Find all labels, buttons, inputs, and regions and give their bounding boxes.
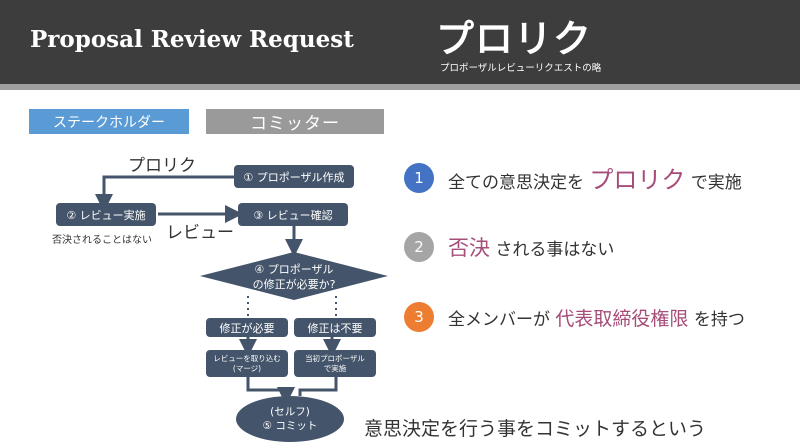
note-no-rejection: 否決されることはない: [52, 235, 152, 246]
decision-text: ④ プロポーザル の修正が必要か?: [220, 262, 368, 292]
key-point-3-emphasis: 代表取締役権限: [555, 307, 689, 330]
number-badge-1: 1: [404, 162, 434, 193]
page-subtitle: プロポーザルレビューリクエストの略: [440, 63, 602, 74]
action-implement-original-line-2: で実施: [323, 363, 347, 373]
key-point-2-post: される事はない: [495, 240, 615, 260]
page-title: Proposal Review Request: [30, 26, 354, 53]
key-point-3-post: を持つ: [693, 309, 745, 330]
header-divider: [0, 84, 800, 90]
arrow-original-to-commit: [298, 377, 338, 396]
step-commit: (セルフ) ⑤ コミット: [236, 396, 344, 442]
arrow-merge-to-commit: [246, 377, 295, 405]
arrow-create-to-review: [95, 175, 234, 212]
commit-self-label: (セルフ): [270, 406, 310, 418]
key-point-3-pre: 全メンバーが: [448, 309, 550, 330]
key-point-1-pre: 全ての意思決定を: [448, 173, 584, 193]
branch-label-fix-not-required: 修正は不要: [294, 318, 376, 337]
key-point-1: 1 全ての意思決定を プロリク で実施: [404, 160, 742, 195]
action-implement-original: 当初プロポーザル で実施: [294, 350, 376, 377]
flow-label-prorik: プロリク: [128, 156, 196, 176]
flow-label-review: レビュー: [166, 223, 234, 243]
key-point-2-emphasis: 否決: [448, 236, 490, 260]
role-tab-committer: コミッター: [206, 109, 384, 134]
key-point-1-text: 全ての意思決定を プロリク で実施: [448, 160, 742, 195]
action-apply-review: レビューを取り込む (マージ): [206, 350, 288, 377]
header-bar: [0, 0, 800, 84]
decision-line-2: の修正が必要か?: [252, 278, 336, 291]
number-badge-2: 2: [404, 232, 434, 262]
key-point-2-text: 否決 される事はない: [448, 232, 614, 262]
decision-diamond: [200, 252, 388, 300]
decision-line-1: ④ プロポーザル: [254, 263, 334, 276]
action-apply-review-line-1: レビューを取り込む: [213, 353, 281, 363]
key-point-3-text: 全メンバーが 代表取締役権限 を持つ: [448, 304, 745, 331]
page-title-jp: プロリク: [436, 17, 593, 61]
role-tab-stakeholder: ステークホルダー: [29, 109, 189, 134]
action-implement-original-line-1: 当初プロポーザル: [305, 353, 365, 363]
key-point-2: 2 否決 される事はない: [404, 232, 614, 262]
closing-statement: 意思決定を行う事をコミットするという: [364, 418, 707, 440]
key-point-1-emphasis: プロリク: [589, 166, 686, 194]
action-apply-review-line-2: (マージ): [232, 363, 262, 373]
step-confirm-review: ③ レビュー確認: [238, 203, 348, 226]
branch-label-fix-required: 修正が必要: [206, 318, 288, 337]
step-implement-review: ② レビュー実施: [56, 203, 156, 226]
step-create-proposal: ① プロポーザル作成: [234, 165, 354, 188]
commit-label: ⑤ コミット: [262, 420, 318, 432]
number-badge-3: 3: [404, 302, 434, 332]
key-point-3: 3 全メンバーが 代表取締役権限 を持つ: [404, 302, 745, 332]
key-point-1-post: で実施: [690, 173, 742, 193]
